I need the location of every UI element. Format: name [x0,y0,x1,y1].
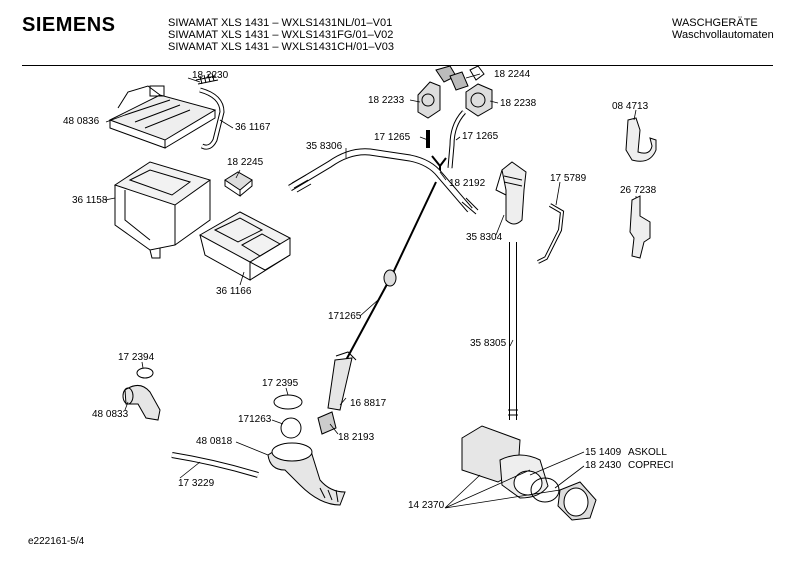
part-label: 18 2238 [500,98,537,109]
part-label: 17 1265 [374,132,411,143]
part-label: 171265 [328,311,362,322]
part-label: 17 3229 [178,478,215,489]
dispenser-hose-part [199,87,225,150]
model-line: SIWAMAT XLS 1431 – WXLS1431CH/01–V03 [168,41,395,53]
part-label: 35 8305 [470,338,507,349]
dispenser-cover-part [108,85,217,149]
clip-part [224,171,253,197]
part-label: 17 5789 [550,173,587,184]
dispenser-housing-part [113,161,212,259]
part-label: 18 2430 [585,460,622,471]
part-label: 48 0836 [63,116,100,127]
part-label: 48 0833 [92,409,129,420]
part-label: 15 1409 [585,447,622,458]
part-label: 48 0818 [196,436,233,447]
part-label: 16 8817 [350,398,387,409]
part-label: 35 8304 [466,232,503,243]
air-chamber-part [495,161,527,225]
model-line: SIWAMAT XLS 1431 – WXLS1431FG/01–V02 [168,29,394,41]
header-divider [22,65,773,66]
pressure-switch-part [417,65,493,119]
elbow-part [122,385,161,421]
category-subtitle: Waschvollautomaten [672,29,774,41]
part-label: 18 2233 [368,95,405,106]
leader-lines [104,73,637,509]
part-label: 17 1265 [462,131,499,142]
category-title: WASCHGERÄTE [672,17,758,29]
drain-pump-part [461,425,597,521]
category-block: WASCHGERÄTE Waschvollautomaten [672,17,774,41]
part-label: 17 2395 [262,378,299,389]
grommet-part [383,269,397,287]
part-label: 18 2245 [227,157,264,168]
ball-part [280,417,302,439]
part-label: 18 2193 [338,432,375,443]
document-id: e222161-5/4 [28,536,85,547]
part-label: 36 1166 [216,286,252,297]
part-label: 171263 [238,414,272,425]
bracket-part [629,195,651,259]
brand-logo: SIEMENS [22,14,116,36]
part-label: 18 2192 [449,178,486,189]
detergent-drawer-part [198,211,292,281]
sealing-ring-part [273,394,303,410]
model-list: SIWAMAT XLS 1431 – WXLS1431NL/01–V01 SIW… [168,17,394,53]
sealing-ring-part [136,367,154,379]
long-hose-part [288,148,479,215]
part-label: 36 1158 [72,195,108,206]
drain-hose-part [508,242,518,420]
part-label: 36 1167 [235,122,271,133]
hose-holder-part [625,117,657,162]
spring-part [195,72,219,85]
clamp-part [317,411,337,435]
part-label: 26 7238 [620,185,657,196]
part-label: 14 2370 [408,500,445,511]
part-label: 35 8306 [306,141,343,152]
sump-hose-part [267,442,346,506]
heater-part [327,351,357,411]
model-line: SIWAMAT XLS 1431 – WXLS1431NL/01–V01 [168,17,393,29]
part-label: 18 2230 [192,70,229,81]
part-label: COPRECI [628,460,674,471]
part-label: ASKOLL [628,447,667,458]
part-label: 08 4713 [612,101,649,112]
part-label: 17 2394 [118,352,155,363]
part-label: 18 2244 [494,69,531,80]
